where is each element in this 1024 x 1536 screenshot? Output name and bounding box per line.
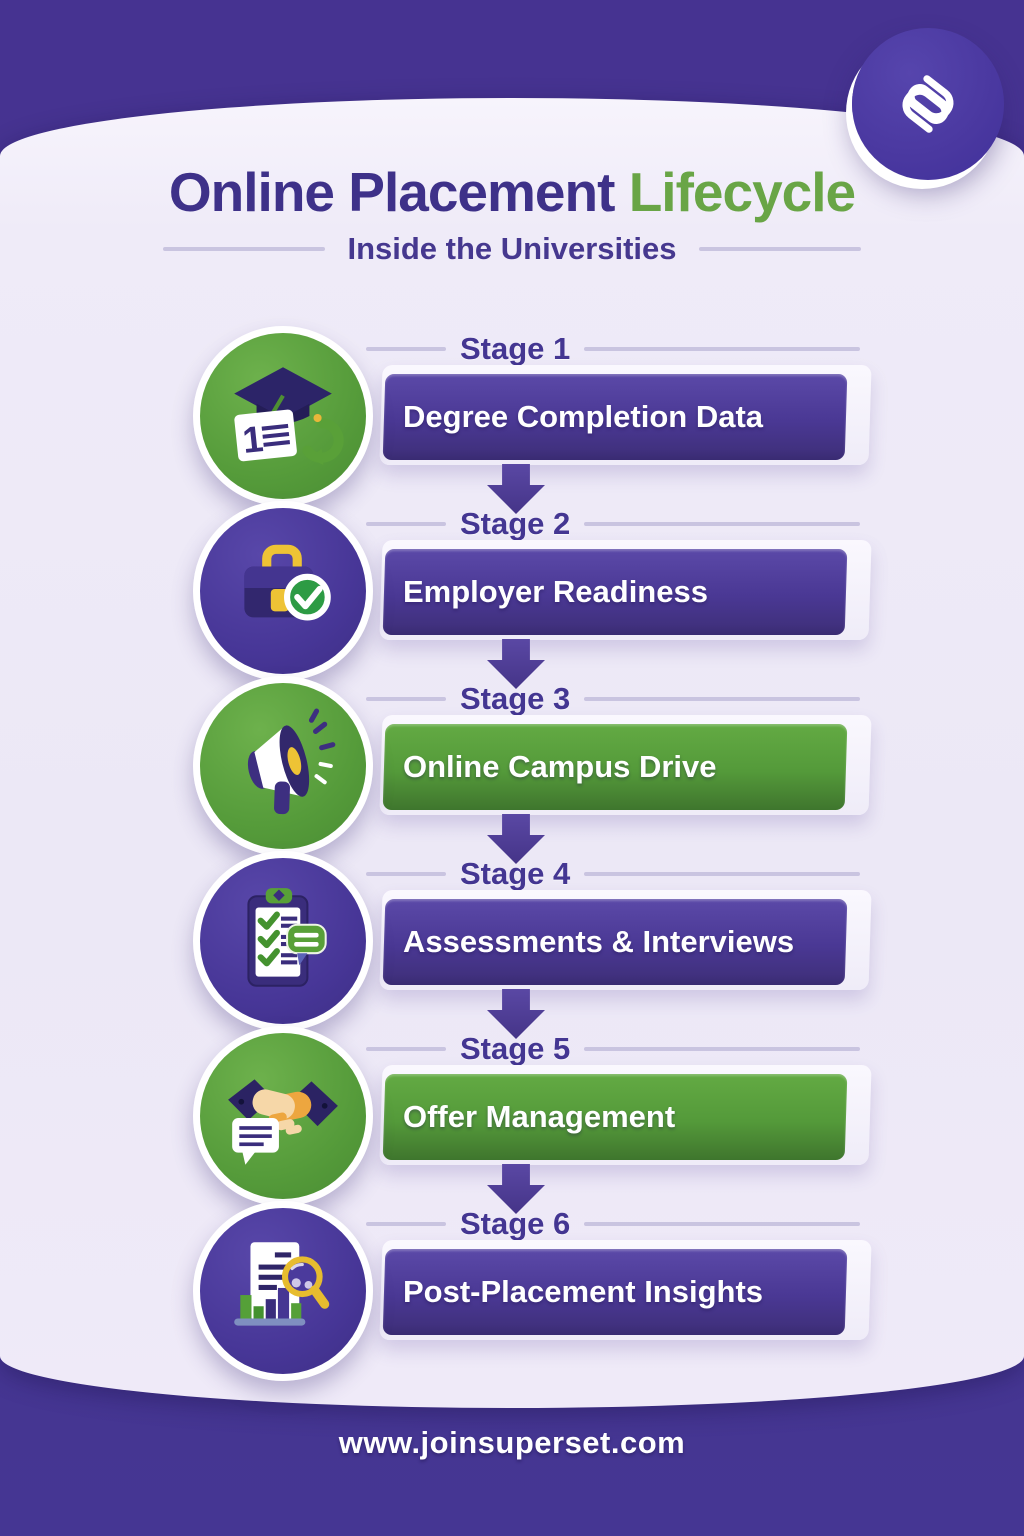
- stage-label: Stage 2: [460, 506, 571, 541]
- clipboard-checklist-icon: [247, 888, 327, 987]
- divider-line: [584, 1222, 860, 1226]
- page-title: Online Placement Lifecycle: [0, 160, 1024, 224]
- divider-line: [163, 247, 326, 251]
- divider-line: [366, 872, 446, 876]
- stage-label: Stage 5: [460, 1031, 571, 1066]
- stage-label: Stage 6: [460, 1206, 571, 1241]
- stage-bar: Offer Management: [382, 1074, 848, 1160]
- stage-icon-circle: [193, 501, 373, 681]
- divider-line: [366, 347, 446, 351]
- stage-label: Stage 1: [460, 331, 571, 366]
- briefcase-check-icon: [244, 544, 331, 621]
- stage-label: Stage 4: [460, 856, 571, 891]
- stage-row-4: Stage 4 Assessments & Interviews: [0, 843, 1024, 1039]
- subtitle-row: Inside the Universities: [0, 231, 1024, 267]
- superset-logo-glyph: [902, 75, 954, 133]
- footer: www.joinsuperset.com: [0, 1425, 1024, 1461]
- stage-icon-circle: [193, 676, 373, 856]
- subtitle: Inside the Universities: [347, 231, 677, 266]
- megaphone-icon: [247, 708, 336, 815]
- divider-line: [366, 697, 446, 701]
- stage-title: Post-Placement Insights: [403, 1274, 764, 1309]
- graduation-cap-icon: 1: [234, 367, 344, 465]
- divider-line: [366, 1222, 446, 1226]
- stage-icon-circle: [193, 1201, 373, 1381]
- stage-bar: Assessments & Interviews: [382, 899, 848, 985]
- svg-text:1: 1: [241, 418, 266, 461]
- stage-label: Stage 3: [460, 681, 571, 716]
- stage-bar: Degree Completion Data: [382, 374, 848, 460]
- stage-title: Assessments & Interviews: [403, 924, 795, 959]
- stage-row-6: Stage 6 Post-Placement Insights: [0, 1193, 1024, 1381]
- title-accent: Lifecycle: [628, 161, 856, 223]
- title-primary: Online Placement: [168, 161, 616, 223]
- divider-line: [584, 697, 860, 701]
- divider-line: [698, 247, 861, 251]
- divider-line: [584, 522, 860, 526]
- stage-icon-circle: [193, 851, 373, 1031]
- stage-row-1: Stage 1 Degree Completion Data 1: [0, 318, 1024, 514]
- stage-icon-circle: [193, 1026, 373, 1206]
- footer-url[interactable]: www.joinsuperset.com: [338, 1425, 686, 1460]
- divider-line: [366, 522, 446, 526]
- stage-bar: Employer Readiness: [382, 549, 848, 635]
- stage-row-3: Stage 3 Online Campus Drive: [0, 668, 1024, 864]
- divider-line: [366, 1047, 446, 1051]
- divider-line: [584, 872, 860, 876]
- stage-bar: Post-Placement Insights: [382, 1249, 848, 1335]
- handshake-icon: [228, 1079, 338, 1165]
- stage-title: Online Campus Drive: [403, 749, 717, 784]
- stage-icon-circle: 1: [193, 326, 373, 506]
- stage-title: Offer Management: [403, 1099, 676, 1134]
- divider-line: [584, 347, 860, 351]
- divider-line: [584, 1047, 860, 1051]
- stage-row-5: Stage 5 Offer Management: [0, 1018, 1024, 1214]
- document-analytics-icon: [234, 1242, 330, 1326]
- stage-title: Employer Readiness: [403, 574, 708, 609]
- stage-bar: Online Campus Drive: [382, 724, 848, 810]
- stage-row-2: Stage 2 Employer Readiness: [0, 493, 1024, 689]
- superset-logo: [852, 28, 1004, 180]
- stage-title: Degree Completion Data: [403, 399, 764, 434]
